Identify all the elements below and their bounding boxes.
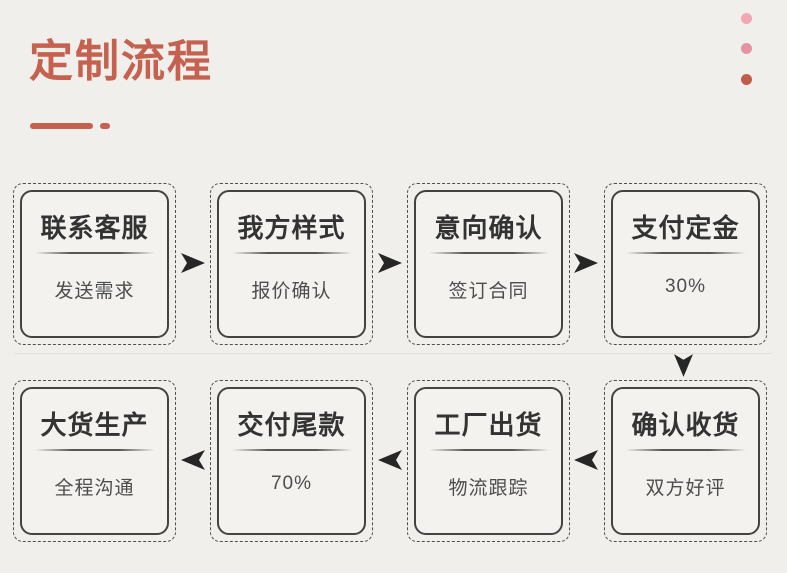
step-box-inner: 意向确认 签订合同	[414, 190, 563, 338]
step-divider	[428, 449, 549, 451]
step-box-contact-service: 联系客服 发送需求	[13, 183, 176, 345]
step-box-confirm-receipt: 确认收货 双方好评	[604, 380, 767, 542]
arrow-right-icon	[181, 253, 205, 273]
step-box-inner: 联系客服 发送需求	[20, 190, 169, 338]
title-underline	[30, 123, 93, 129]
step-box-pay-deposit: 支付定金 30%	[604, 183, 767, 345]
step-title: 大货生产	[40, 410, 149, 440]
step-subtitle: 签订合同	[448, 281, 529, 302]
step-subtitle: 70%	[270, 473, 313, 494]
arrow-left-icon	[378, 450, 402, 470]
step-box-our-style: 我方样式 报价确认	[210, 183, 373, 345]
step-box-inner: 确认收货 双方好评	[611, 387, 760, 535]
step-subtitle: 报价确认	[251, 281, 332, 302]
step-box-inner: 工厂出货 物流跟踪	[414, 387, 563, 535]
step-divider	[34, 252, 155, 254]
title-underline-dot	[100, 123, 110, 129]
arrow-right-icon	[574, 253, 598, 273]
step-box-factory-shipment: 工厂出货 物流跟踪	[407, 380, 570, 542]
step-subtitle: 物流跟踪	[448, 478, 529, 499]
step-box-inner: 支付定金 30%	[611, 190, 760, 338]
step-title: 联系客服	[40, 213, 149, 243]
step-subtitle: 发送需求	[54, 281, 135, 302]
arrow-right-icon	[378, 253, 402, 273]
arrow-down-icon	[674, 354, 693, 377]
decor-dot	[741, 13, 752, 24]
row-separator-line	[14, 353, 771, 354]
step-subtitle: 30%	[664, 276, 707, 297]
step-title: 确认收货	[631, 410, 740, 440]
decor-dot	[741, 74, 752, 85]
step-title: 意向确认	[434, 213, 543, 243]
step-divider	[428, 252, 549, 254]
step-subtitle: 双方好评	[645, 478, 726, 499]
step-subtitle: 全程沟通	[54, 478, 135, 499]
step-divider	[231, 449, 352, 451]
step-title: 交付尾款	[237, 410, 346, 440]
arrow-left-icon	[181, 450, 205, 470]
step-divider	[625, 252, 746, 254]
step-divider	[625, 449, 746, 451]
arrow-left-icon	[574, 450, 598, 470]
step-box-inner: 我方样式 报价确认	[217, 190, 366, 338]
step-box-bulk-production: 大货生产 全程沟通	[13, 380, 176, 542]
step-box-inner: 交付尾款 70%	[217, 387, 366, 535]
step-divider	[34, 449, 155, 451]
step-title: 工厂出货	[434, 410, 543, 440]
step-divider	[231, 252, 352, 254]
decor-dot	[741, 43, 752, 54]
step-box-inner: 大货生产 全程沟通	[20, 387, 169, 535]
step-box-pay-balance: 交付尾款 70%	[210, 380, 373, 542]
step-box-intent-confirm: 意向确认 签订合同	[407, 183, 570, 345]
step-title: 我方样式	[237, 213, 346, 243]
page-title: 定制流程	[29, 37, 213, 86]
step-title: 支付定金	[631, 213, 740, 243]
